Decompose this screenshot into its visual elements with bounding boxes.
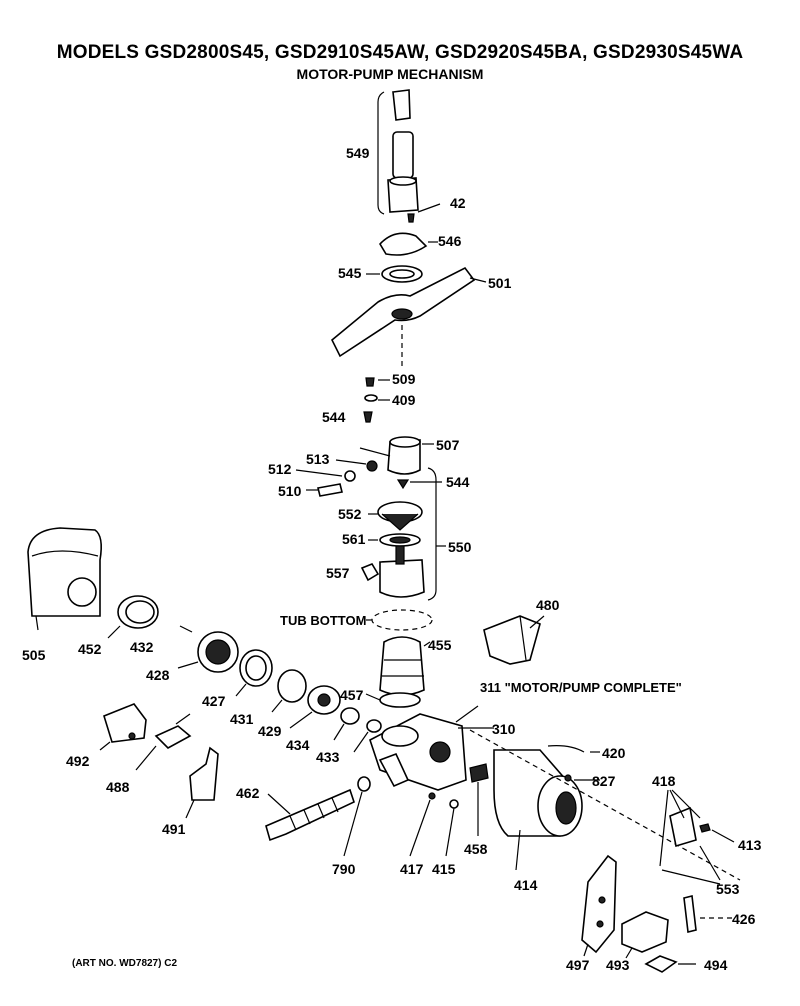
label-553: 553 (716, 881, 740, 897)
label-429: 429 (258, 723, 282, 739)
label-509: 509 (392, 371, 416, 387)
part-310-pump-body[interactable] (369, 705, 494, 791)
label-455: 455 (428, 637, 452, 653)
part-509-409-544-hardware[interactable] (363, 377, 390, 423)
label-507: 507 (436, 437, 460, 453)
label-497: 497 (566, 957, 590, 973)
part-494-cap[interactable] (644, 955, 696, 973)
label-501: 501 (488, 275, 512, 291)
label-42: 42 (450, 195, 466, 211)
label-462: 462 (236, 785, 260, 801)
part-418-413-553-bracket[interactable] (659, 789, 735, 885)
label-550: 550 (448, 539, 472, 555)
label-790: 790 (332, 861, 356, 877)
label-512: 512 (268, 461, 292, 477)
label-510: 510 (278, 483, 302, 499)
part-433-washer[interactable] (353, 719, 382, 753)
label-546: 546 (438, 233, 462, 249)
label-827: 827 (592, 773, 616, 789)
label-428: 428 (146, 667, 170, 683)
label-434: 434 (286, 737, 310, 753)
label-493: 493 (606, 957, 630, 973)
part-513-512-510-fasteners[interactable] (295, 459, 378, 497)
label-409: 409 (392, 392, 416, 408)
part-462-hose[interactable] (265, 788, 355, 842)
label-418: 418 (652, 773, 676, 789)
motor-pump-complete-label: 311 "MOTOR/PUMP COMPLETE" (480, 680, 682, 695)
label-549: 549 (346, 145, 370, 161)
label-417: 417 (400, 861, 424, 877)
part-motor[interactable] (469, 729, 741, 881)
label-420: 420 (602, 745, 626, 761)
label-561: 561 (342, 531, 366, 547)
label-544-mid: 544 (446, 474, 470, 490)
part-493-capacitor-mount[interactable] (621, 911, 669, 959)
label-494: 494 (704, 957, 728, 973)
art-number: (ART NO. WD7827) C2 (72, 958, 178, 969)
label-432: 432 (130, 639, 154, 655)
label-415: 415 (432, 861, 456, 877)
label-544-top: 544 (322, 409, 346, 425)
part-545-ring[interactable] (366, 265, 423, 283)
tub-bottom-label: TUB BOTTOM (280, 613, 366, 628)
diagram-subtitle: MOTOR-PUMP MECHANISM (296, 66, 484, 82)
part-426-clip[interactable] (683, 895, 732, 933)
models-title: MODELS GSD2800S45, GSD2910S45AW, GSD2920… (56, 42, 744, 63)
label-492: 492 (66, 753, 90, 769)
label-413: 413 (738, 837, 762, 853)
part-549-tubes[interactable] (377, 89, 419, 215)
part-480-duct[interactable] (483, 615, 545, 665)
label-505: 505 (22, 647, 46, 663)
label-457: 457 (340, 687, 364, 703)
part-42-screw[interactable] (407, 203, 441, 223)
part-507-manifold[interactable] (359, 436, 434, 475)
part-550-impeller-assy[interactable] (360, 467, 446, 601)
label-458: 458 (464, 841, 488, 857)
label-488: 488 (106, 779, 130, 795)
part-417-415-screws[interactable] (409, 792, 459, 857)
part-431-ring[interactable] (271, 669, 307, 713)
part-491-bracket[interactable] (185, 746, 219, 819)
label-552: 552 (338, 506, 362, 522)
label-414: 414 (514, 877, 538, 893)
part-429-impeller[interactable] (289, 685, 341, 729)
part-428-filter[interactable] (177, 631, 239, 673)
part-455-boot[interactable] (379, 636, 431, 696)
part-457-clamp[interactable] (365, 692, 421, 708)
part-544-nut[interactable] (396, 479, 442, 490)
part-420-827-wire[interactable] (547, 745, 600, 782)
part-452-band[interactable] (107, 595, 159, 639)
label-431: 431 (230, 711, 254, 727)
part-492-switch[interactable] (99, 703, 147, 751)
part-427-gasket[interactable] (235, 649, 273, 697)
part-488-switch[interactable] (135, 713, 192, 771)
part-546-hub[interactable] (379, 232, 438, 256)
part-458-bolt[interactable] (469, 763, 489, 836)
label-452: 452 (78, 641, 102, 657)
tub-bottom-gasket (366, 609, 433, 631)
label-480: 480 (536, 597, 560, 613)
part-790-clamp[interactable] (343, 776, 371, 857)
part-497-bracket[interactable] (581, 854, 617, 957)
label-545: 545 (338, 265, 362, 281)
part-434-cap[interactable] (333, 707, 360, 741)
label-310: 310 (492, 721, 516, 737)
part-505-housing[interactable] (27, 527, 102, 631)
part-501-spray-arm[interactable] (330, 266, 487, 370)
label-433: 433 (316, 749, 340, 765)
label-513: 513 (306, 451, 330, 467)
label-427: 427 (202, 693, 226, 709)
label-426: 426 (732, 911, 756, 927)
label-557: 557 (326, 565, 350, 581)
label-491: 491 (162, 821, 186, 837)
part-432-screw[interactable] (179, 625, 193, 633)
